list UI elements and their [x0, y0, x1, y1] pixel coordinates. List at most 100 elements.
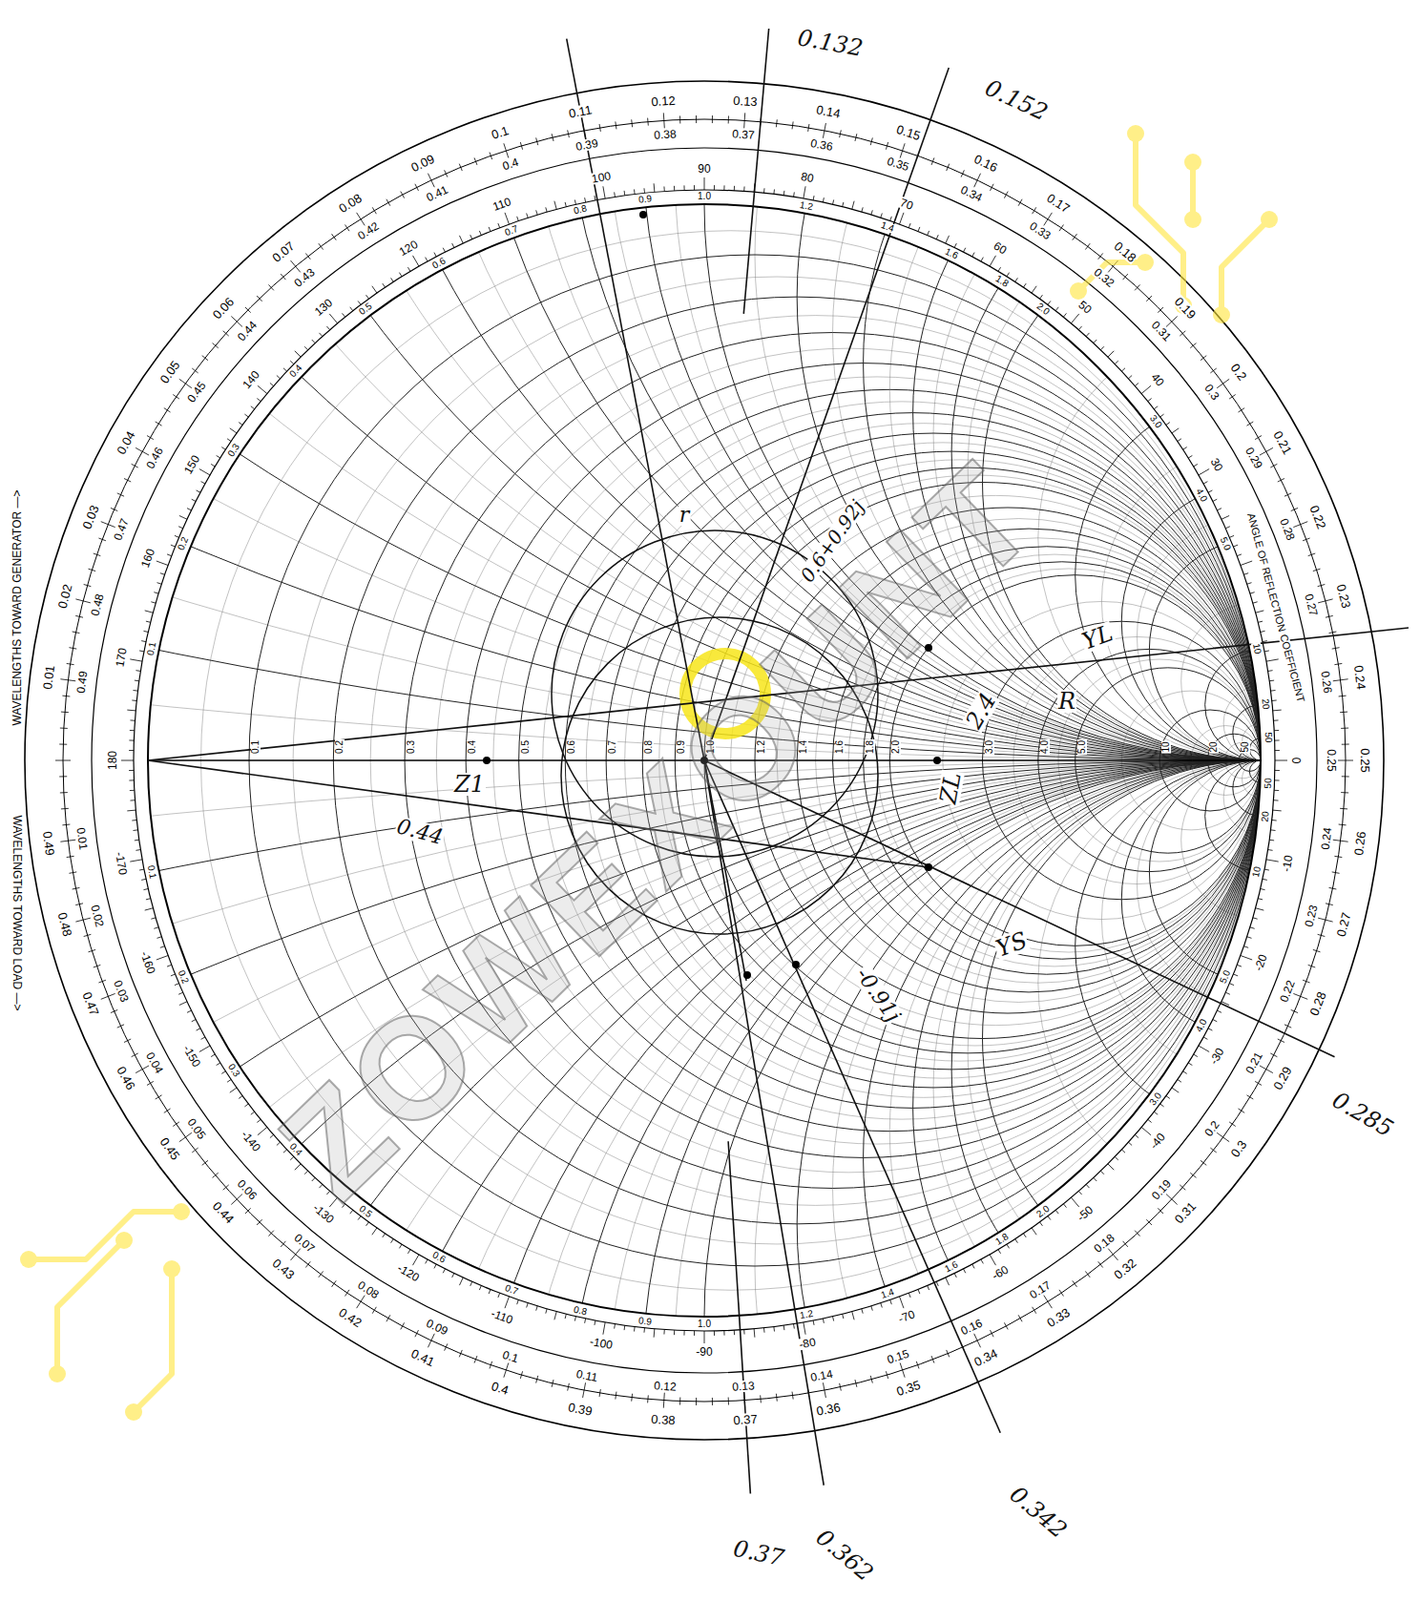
scale-tick [1329, 887, 1337, 890]
scale-tick [1171, 428, 1179, 434]
scale-tick [400, 191, 405, 199]
wavelength-toward-load: 0.24 [1318, 826, 1334, 853]
wavelength-toward-generator: 0.08 [335, 190, 365, 216]
scale-tick [332, 233, 337, 241]
scale-tick [998, 1250, 1002, 1254]
scale-tick [221, 447, 226, 451]
scale-tick [1059, 1290, 1064, 1297]
scale-title: WAVELENGTHS TOWARD GENERATOR —> [11, 488, 23, 727]
scale-tick [1055, 307, 1059, 312]
scale-tick [504, 212, 509, 225]
scale-tick [1250, 592, 1255, 594]
scale-ring [91, 147, 1317, 1374]
reactance-arc [0, 760, 1420, 1600]
circuit-pad [172, 1203, 190, 1221]
scale-tick [1339, 808, 1348, 811]
scale-tick [1302, 980, 1311, 983]
wavelength-toward-generator: 0.09 [408, 151, 438, 174]
scale-tick [567, 1383, 570, 1392]
wavelength-toward-generator: 0.31 [1171, 1198, 1199, 1227]
scale-tick [792, 121, 794, 129]
scale-tick [1237, 408, 1245, 413]
reactance-arc [0, 0, 1420, 761]
scale-tick [1259, 1065, 1274, 1074]
wavelength-toward-generator: 0.37 [731, 1412, 759, 1427]
reactance-arc [1075, 389, 1420, 761]
reactance-arc [704, 760, 1420, 1600]
angle-value: -110 [488, 1307, 516, 1327]
scale-tick [318, 1271, 324, 1277]
scale-tick [899, 212, 904, 225]
scale-tick [517, 216, 520, 222]
scale-tick [170, 544, 176, 547]
scale-tick [59, 744, 67, 746]
scale-tick [155, 1095, 163, 1100]
scale-tick [1266, 659, 1279, 662]
scale-tick [131, 819, 137, 822]
circuit-trace [1221, 219, 1270, 315]
scale-tick [280, 1241, 286, 1248]
reactance-arc [23, 0, 1420, 761]
wavelength-toward-load: 0.37 [730, 127, 756, 142]
scale-tick [1055, 1210, 1059, 1214]
wavelength-toward-load: 0.07 [292, 1232, 318, 1256]
scale-tick [319, 333, 323, 337]
scale-rings [24, 81, 1384, 1441]
scale-tick [366, 294, 370, 299]
scale-tick [1078, 326, 1082, 331]
scale-tick [852, 201, 855, 210]
wavelength-toward-generator: 0.47 [80, 989, 102, 1019]
scale-tick [880, 213, 883, 219]
scale-tick [326, 326, 330, 331]
scale-tick [842, 202, 844, 208]
scale-tick [1317, 584, 1326, 586]
wavelength-toward-generator: 0.14 [814, 103, 842, 121]
angle-value: -160 [138, 949, 158, 978]
scale-tick [1193, 463, 1198, 467]
scale-tick [452, 243, 455, 248]
scale-tick [1341, 775, 1350, 777]
wavelength-toward-load: 0.08 [355, 1278, 382, 1302]
scale-tick [1333, 839, 1349, 842]
scale-tick [899, 1296, 904, 1309]
scale-tick [833, 1316, 835, 1322]
reactance-arc [0, 760, 1420, 1600]
scale-tick [1018, 1315, 1023, 1322]
scale-tick [1107, 1164, 1114, 1170]
scale-tick [1212, 499, 1217, 502]
scale-tick [126, 810, 136, 813]
scale-tick [954, 243, 957, 248]
plotted-point [933, 756, 941, 765]
scale-tick [1236, 554, 1242, 557]
scale-tick [1236, 964, 1242, 967]
scale-tick [593, 1320, 596, 1326]
scale-tick [931, 157, 935, 165]
scale-tick [164, 1108, 171, 1113]
scale-tick [1339, 711, 1348, 714]
scale-tick [653, 183, 656, 192]
scale-tick [1255, 908, 1265, 911]
scale-tick [129, 859, 143, 862]
wavelength-toward-generator: 0.02 [55, 582, 74, 611]
scale-tick [962, 1269, 965, 1274]
scale-tick [723, 185, 725, 190]
scale-tick [427, 1334, 435, 1348]
scale-tick [839, 129, 842, 138]
scale-tick [946, 1350, 950, 1358]
scale-tick [356, 1295, 366, 1310]
scale-tick [504, 1296, 509, 1309]
angle-value: -80 [796, 1336, 817, 1351]
scale-tick [1340, 728, 1349, 730]
scale-tick [1148, 1119, 1152, 1123]
scale-tick [503, 1363, 509, 1379]
scale-tick [1333, 679, 1349, 682]
scale-tick [407, 267, 411, 272]
wavelength-toward-load: 0.12 [652, 1379, 678, 1394]
scale-tick [647, 1395, 649, 1403]
wavelength-toward-generator: 0.29 [1271, 1064, 1295, 1093]
scale-tick [398, 272, 402, 277]
scale-tick [793, 1324, 795, 1330]
handwritten-note: 0.132 [794, 25, 866, 61]
scale-tick [256, 295, 263, 302]
wavelength-toward-load: 0.17 [1026, 1278, 1054, 1302]
